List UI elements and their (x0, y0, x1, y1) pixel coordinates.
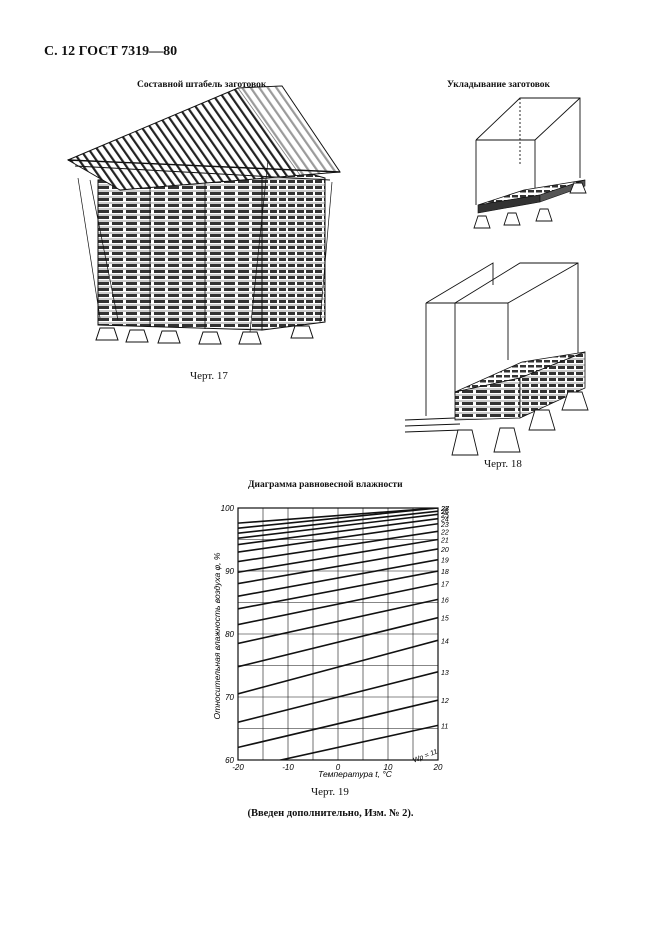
y-axis-label: Относительная влажность воздуха φ, % (212, 552, 222, 719)
series-line-11 (277, 724, 438, 760)
y-tick-label: 70 (225, 693, 234, 702)
series-label-20: 20 (440, 547, 449, 554)
series-line-14 (238, 639, 438, 695)
series-line-20 (238, 548, 438, 585)
series-line-22 (238, 530, 438, 563)
y-tick-label: 100 (221, 504, 235, 513)
y-tick-label: 90 (225, 567, 234, 576)
series-label-15: 15 (441, 616, 449, 623)
series-line-18 (238, 570, 438, 610)
fig18-label: Черт. 18 (484, 458, 522, 470)
series-label-17: 17 (441, 582, 450, 589)
series-line-19 (238, 558, 438, 597)
y-tick-label: 60 (225, 756, 234, 765)
fig19-label: Черт. 19 (311, 786, 349, 798)
series-label-26: 26 (440, 509, 449, 516)
x-axis-label: Температура t, °С (318, 769, 393, 779)
x-tick-label: 10 (384, 763, 393, 772)
series-label-28: 28 (440, 506, 449, 513)
series-line-23 (238, 522, 438, 553)
series-line-21 (238, 538, 438, 574)
page-footer: (Введен дополнительно, Изм. № 2). (247, 808, 414, 819)
series-line-26 (238, 510, 438, 534)
x-tick-label: 0 (336, 763, 341, 772)
series-label-27: 27 (440, 506, 450, 513)
series-label-25: 25 (440, 512, 449, 519)
page-header: С. 12 ГОСТ 7319—80 (44, 44, 178, 59)
series-label-18: 18 (441, 569, 449, 576)
x-tick-label: -10 (282, 763, 294, 772)
y-tick-label: 80 (225, 630, 234, 639)
series-label-12: 12 (441, 698, 449, 705)
series-label-14: 14 (441, 638, 449, 645)
series-label-11: 11 (441, 723, 448, 730)
series-line-15 (238, 616, 438, 668)
series-label-16: 16 (441, 597, 449, 604)
series-line-16 (238, 598, 438, 645)
x-tick-label: 20 (433, 763, 443, 772)
series-line-27 (238, 508, 438, 529)
fig18-title: Укладывание заготовок (447, 80, 551, 90)
x-tick-label: -20 (232, 763, 244, 772)
series-label-19: 19 (441, 558, 449, 565)
series-label-24: 24 (440, 517, 449, 524)
fig17-title: Составной штабель заготовок (137, 80, 267, 90)
series-label-21: 21 (440, 538, 449, 545)
series-line-13 (238, 671, 438, 723)
series-line-25 (238, 513, 438, 540)
series-label-22: 22 (440, 529, 449, 536)
series-line-24 (238, 517, 438, 546)
series-line-28 (238, 508, 438, 524)
series-line-17 (238, 582, 438, 626)
series-line-12 (238, 699, 438, 749)
series-label-13: 13 (441, 670, 449, 677)
series-label-23: 23 (440, 522, 449, 529)
fig17-label: Черт. 17 (190, 370, 228, 382)
fig19-title: Диаграмма равновесной влажности (248, 480, 403, 490)
